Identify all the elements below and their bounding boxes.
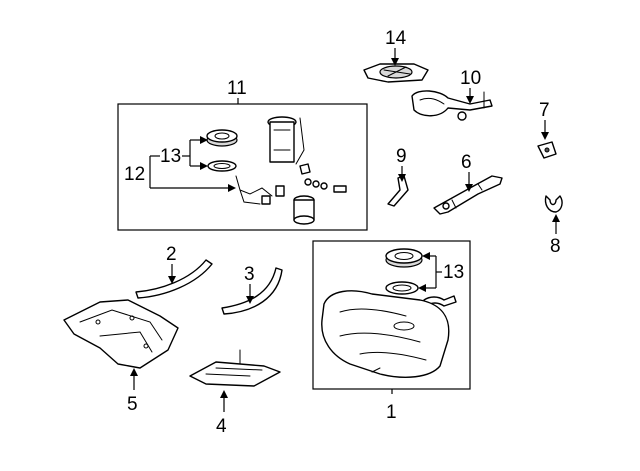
callout-13-tank-label: 13 xyxy=(443,262,464,283)
callout-14-label: 14 xyxy=(385,28,407,49)
callout-6-label: 6 xyxy=(461,152,472,173)
callout-4-label: 4 xyxy=(216,416,227,437)
part-7-clip xyxy=(537,141,557,159)
part-5-skid-plate xyxy=(63,299,179,369)
callout-13-pump-label: 13 xyxy=(160,146,181,167)
callout-4: 4 xyxy=(216,390,228,437)
callout-8: 8 xyxy=(550,214,561,257)
pump-cap-ring xyxy=(206,129,238,147)
callout-2-label: 2 xyxy=(166,244,177,265)
part-2-strap xyxy=(135,259,213,299)
callout-1: 1 xyxy=(386,389,397,423)
fuel-pump-group-frame xyxy=(117,103,368,231)
callout-9-label: 9 xyxy=(396,146,407,167)
callout-7-label: 7 xyxy=(539,100,550,121)
callout-11-label: 11 xyxy=(227,78,247,99)
callout-13-pump: 13 xyxy=(160,136,208,170)
fuel-pump-module xyxy=(267,116,305,165)
pump-wire-harness xyxy=(235,175,273,205)
callout-10-label: 10 xyxy=(460,68,481,89)
part-8-bracket xyxy=(544,195,563,213)
fuel-tank xyxy=(321,290,450,378)
part-4-lower-bracket xyxy=(189,349,281,387)
callout-3-label: 3 xyxy=(244,264,255,285)
part-14-cover-plate xyxy=(363,63,429,83)
callout-6: 6 xyxy=(461,152,473,192)
callout-2: 2 xyxy=(166,244,177,284)
callout-3: 3 xyxy=(244,264,255,304)
pump-small-parts xyxy=(275,163,347,197)
callout-10: 10 xyxy=(460,68,481,104)
callout-5: 5 xyxy=(127,368,138,415)
callout-11: 11 xyxy=(227,78,247,104)
callout-9: 9 xyxy=(396,146,407,182)
callout-14: 14 xyxy=(385,28,407,66)
fuel-filter xyxy=(293,195,315,225)
callout-8-label: 8 xyxy=(550,236,561,257)
part-9-tube xyxy=(387,175,409,207)
part-10-hose-assembly xyxy=(411,90,493,121)
tank-cap-ring xyxy=(385,248,423,268)
callout-5-label: 5 xyxy=(127,394,138,415)
callout-12-label: 12 xyxy=(124,164,145,185)
pump-seal-ring xyxy=(207,160,237,172)
callout-13-tank: 13 xyxy=(418,252,464,292)
tank-seal-ring xyxy=(385,281,419,295)
callout-12: 12 xyxy=(124,155,236,192)
callout-7: 7 xyxy=(539,100,550,140)
part-6-pipe-assembly xyxy=(433,175,503,215)
callout-1-label: 1 xyxy=(386,402,397,423)
